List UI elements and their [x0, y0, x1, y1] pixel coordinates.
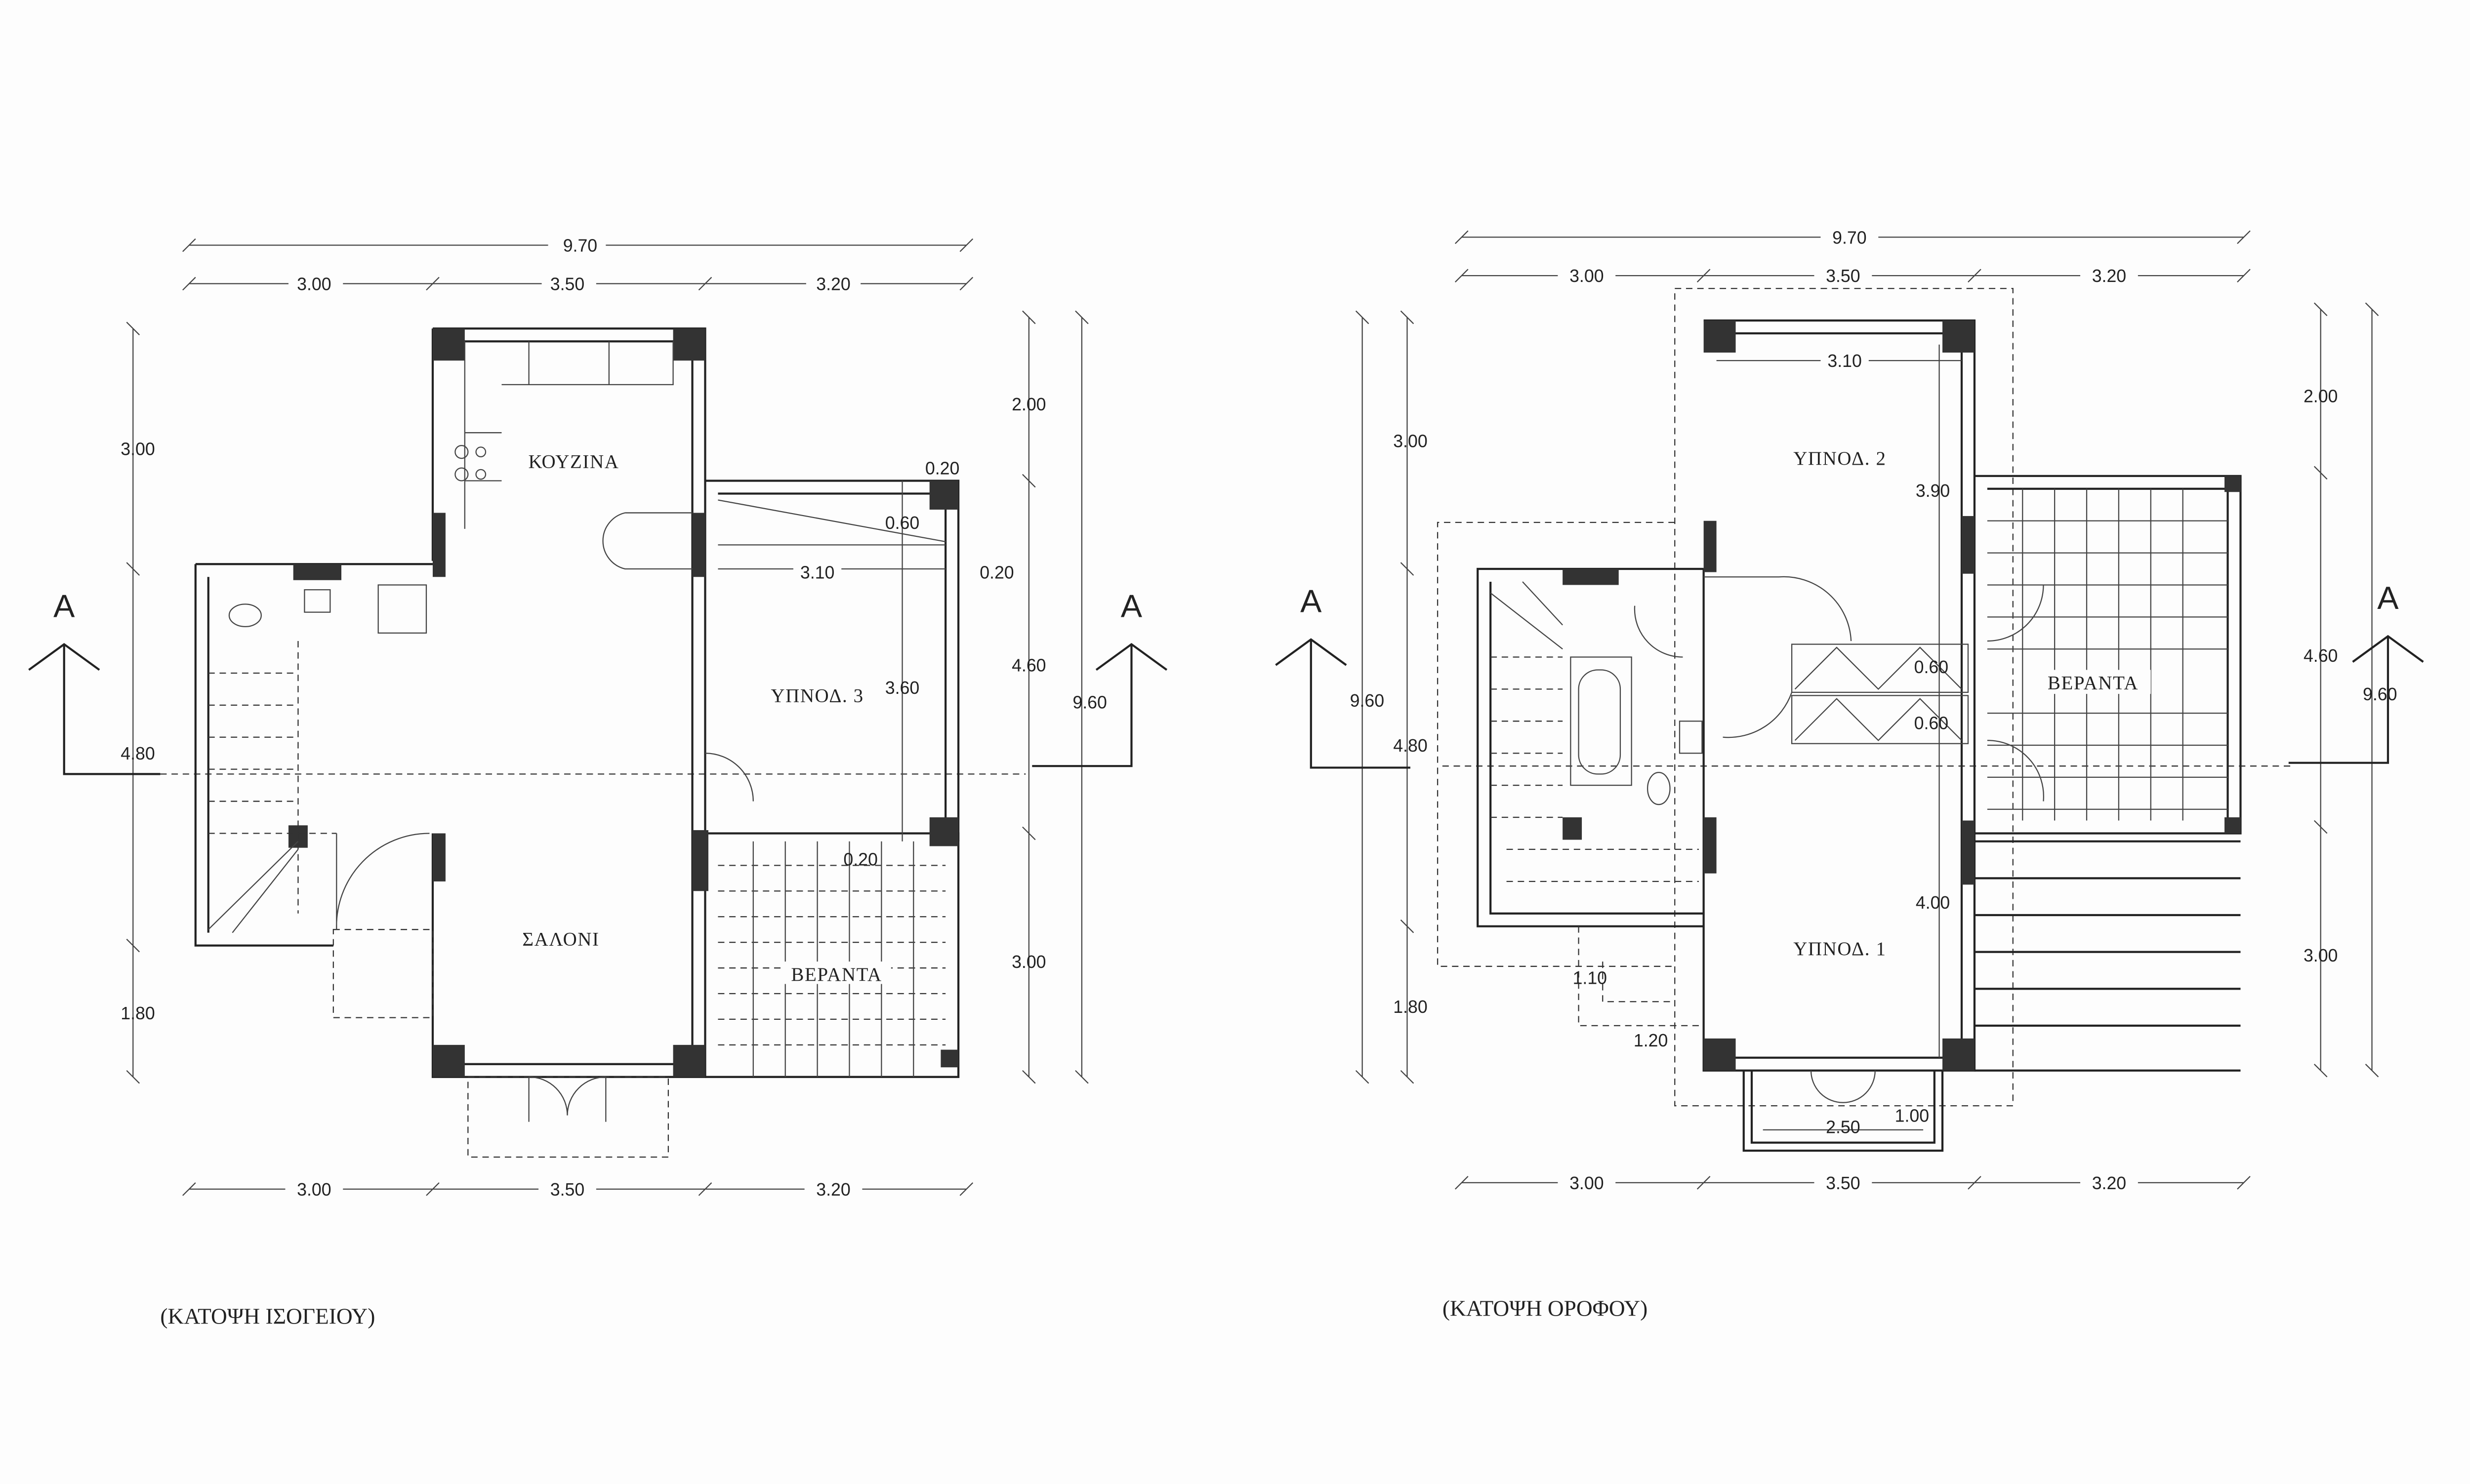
dim-bottom: 3.20: [2092, 1173, 2126, 1193]
ground-floor-plan: 9.70 3.00 3.50 3.20 3.00 3.50 3.20 3.00 …: [28, 234, 1168, 1328]
ground-bottom-dimensions: 3.00 3.50 3.20: [182, 1178, 974, 1200]
dim-inner: 0.20: [980, 562, 1014, 582]
upper-floor-plan: 9.70 3.00 3.50 3.20 3.00 3.50 3.20 9.60 …: [1275, 226, 2424, 1321]
dim-top: 3.20: [816, 274, 850, 294]
dim-inner: 0.60: [885, 513, 919, 533]
section-label: A: [1121, 588, 1143, 624]
upper-right-dimensions: 2.00 4.60 3.00 9.60: [2304, 302, 2397, 1078]
dim-top: 3.00: [1569, 266, 1604, 286]
upper-top-dimensions: 9.70 3.00 3.50 3.20: [1454, 226, 2251, 286]
dim-left: 1.80: [1393, 997, 1427, 1017]
dim-bottom: 3.00: [1569, 1173, 1604, 1193]
ground-left-dimensions: 3.00 4.80 1.80: [121, 321, 155, 1084]
dim-inner: 1.20: [1634, 1031, 1668, 1050]
section-marker-left: A: [28, 588, 161, 775]
dim-inner: 3.10: [1827, 351, 1861, 371]
ground-floor-title: (ΚΑΤΟΨΗ ΙΣΟΓΕΙΟΥ): [160, 1304, 375, 1328]
ground-top-dimensions: 9.70 3.00 3.50 3.20: [182, 234, 974, 294]
dim-right: 2.00: [2304, 387, 2338, 406]
dim-inner: 1.00: [1895, 1106, 1929, 1126]
dim-inner: 3.90: [1916, 481, 1950, 501]
section-marker-right: A: [2288, 580, 2424, 764]
dim-total-width: 9.70: [563, 236, 597, 255]
dim-top: 3.00: [297, 274, 331, 294]
dim-inner: 0.60: [1914, 714, 1948, 733]
dim-total-height: 9.60: [2363, 684, 2397, 704]
dim-inner: 1.10: [1573, 968, 1607, 988]
dim-inner: 3.60: [885, 678, 919, 698]
dim-inner: 0.20: [925, 459, 959, 479]
section-label: A: [53, 588, 75, 624]
dim-left: 3.00: [121, 440, 155, 459]
upper-walls: [1437, 287, 2242, 1152]
room-label-bedroom-2: ΥΠΝΟΔ. 2: [1793, 448, 1886, 469]
dim-total-height: 9.60: [1072, 692, 1107, 712]
dim-right: 4.60: [2304, 646, 2338, 666]
dim-left: 3.00: [1393, 431, 1427, 451]
dim-left: 4.80: [121, 744, 155, 763]
upper-floor-title: (ΚΑΤΟΨΗ ΟΡΟΦΟΥ): [1442, 1296, 1647, 1321]
room-label-veranda: ΒΕΡΑΝΤΑ: [791, 964, 882, 985]
dim-inner: 0.60: [1914, 657, 1948, 677]
ground-walls: [194, 327, 960, 1158]
dim-left: 1.80: [121, 1003, 155, 1023]
dim-right: 3.00: [1012, 952, 1046, 972]
dim-right: 4.60: [1012, 656, 1046, 676]
dim-right: 3.00: [2304, 946, 2338, 965]
dim-top: 3.50: [550, 274, 584, 294]
dim-bottom: 3.50: [550, 1180, 584, 1200]
section-label: A: [2377, 580, 2399, 616]
dim-inner: 2.50: [1826, 1117, 1860, 1137]
dim-bottom: 3.00: [297, 1180, 331, 1200]
dim-inner: 4.00: [1916, 893, 1950, 913]
room-label-kitchen: ΚΟΥΖΙΝΑ: [528, 451, 619, 473]
dim-left: 4.80: [1393, 736, 1427, 756]
dim-bottom: 3.50: [1826, 1173, 1860, 1193]
room-label-veranda: ΒΕΡΑΝΤΑ: [2048, 672, 2139, 693]
upper-left-dimensions: 9.60 3.00 4.80 1.80: [1350, 310, 1428, 1084]
ground-inner-dimensions: 0.20 0.60 3.10 0.20 3.60 0.20: [793, 459, 1014, 869]
dim-right: 2.00: [1012, 395, 1046, 414]
room-label-living: ΣΑΛΟΝΙ: [522, 929, 599, 950]
dim-top: 3.50: [1826, 266, 1860, 286]
section-marker-left: A: [1275, 583, 1410, 769]
dim-left-total: 9.60: [1350, 691, 1384, 711]
ground-right-dimensions: 2.00 4.60 3.00 9.60: [1012, 310, 1107, 1084]
dim-inner: 3.10: [800, 562, 834, 582]
upper-bottom-dimensions: 3.00 3.50 3.20: [1454, 1171, 2251, 1193]
section-label: A: [1300, 583, 1322, 619]
room-label-bedroom-3: ΥΠΝΟΔ. 3: [771, 685, 864, 706]
dim-top: 3.20: [2092, 266, 2126, 286]
section-marker-right: A: [1032, 588, 1168, 767]
dim-bottom: 3.20: [816, 1180, 850, 1200]
dim-inner: 0.20: [843, 849, 877, 869]
dim-total-width: 9.70: [1832, 228, 1866, 247]
upper-inner-dimensions: 3.10 3.90 0.60 0.60 4.00 1.10 1.20 2.50 …: [1573, 349, 1950, 1137]
room-label-bedroom-1: ΥΠΝΟΔ. 1: [1793, 938, 1886, 960]
